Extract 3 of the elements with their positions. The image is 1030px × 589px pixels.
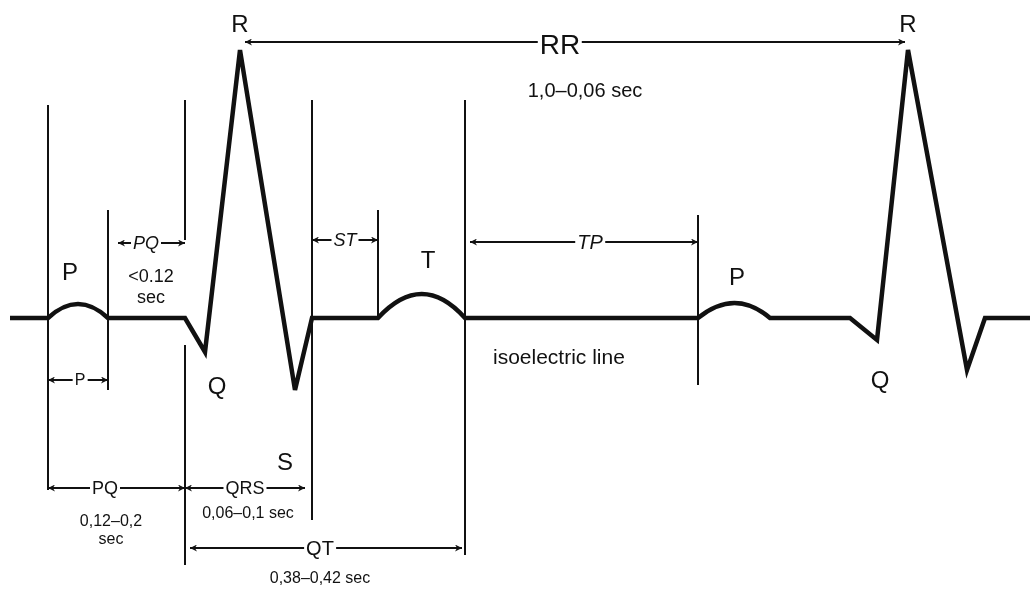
annotation-text: isoelectric line — [492, 344, 626, 370]
interval-label: 0,38–0,42 sec — [267, 568, 373, 588]
interval-label: 0,06–0,1 sec — [200, 503, 296, 523]
